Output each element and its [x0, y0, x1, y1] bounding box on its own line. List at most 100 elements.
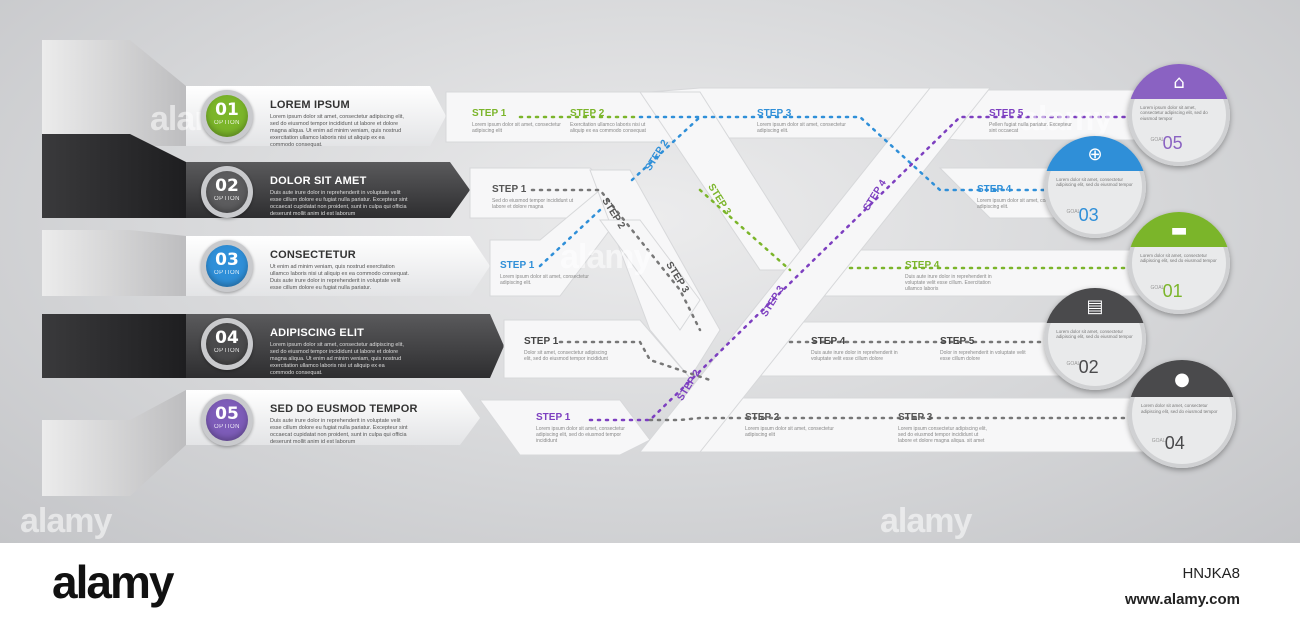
option-title: SED DO EUSMOD TEMPOR [270, 403, 418, 415]
footer-url: www.alamy.com [1124, 591, 1240, 608]
step-description: Exercitation ullamco laboris nisi ut ali… [570, 122, 646, 134]
goal-description: Lorem dolor sit amet, consectetur adipis… [1056, 328, 1133, 340]
goal-caption: GOAL [1150, 137, 1165, 144]
goal-circle: ⌂ Lorem ipsum dolor sit amet, consectetur… [1128, 64, 1230, 166]
goal-header [1128, 212, 1230, 247]
option-caption: OPTION [213, 424, 240, 430]
road-diagram [42, 40, 1151, 496]
step-description: Lorem ipsum dolor sit amet, consectetur … [745, 426, 834, 438]
goal-caption: GOAL [1150, 285, 1165, 292]
step-description: Lorem ipsum dolor sit amet, consectetur … [472, 122, 561, 134]
goal-header [1128, 360, 1236, 397]
option-description: Duis aute irure dolor in reprehenderit i… [270, 418, 408, 445]
watermark-text: alamy [880, 502, 972, 540]
option-caption: OPTION [213, 196, 240, 202]
option-description: Lorem ipsum dolor sit amet, consectetur … [270, 114, 404, 148]
step-description: Dolor in reprehenderit in voluptate veli… [940, 350, 1026, 362]
home-icon: ⌂ [1173, 72, 1185, 94]
step-label: STEP 1 [536, 412, 571, 423]
step-label: STEP 2 [745, 412, 780, 423]
step-description: Lorem ipsum dolor sit amet, consectetur … [977, 198, 1066, 210]
footer: alamy HNJKA8 www.alamy.com [0, 543, 1300, 633]
step-description: Lorem ipsum consectetur adipiscing elit,… [898, 426, 987, 444]
step-label: STEP 5 [989, 108, 1024, 119]
goal-header [1044, 288, 1146, 323]
image-id: HNJKA8 [1182, 565, 1240, 582]
goal-caption: GOAL [1066, 209, 1081, 216]
option-number: 01 [215, 100, 239, 120]
option-title: ADIPISCING ELIT [270, 327, 365, 339]
goal-circle: ●Lorem dolor sit amet, consectetur adipi… [1128, 360, 1236, 468]
option-number: 05 [215, 404, 239, 424]
goal-number: 03 [1078, 205, 1099, 226]
option-description: Duis aute irure dolor in reprehenderit i… [270, 190, 408, 217]
option-title: DOLOR SIT AMET [270, 175, 367, 187]
step-label: STEP 1 [492, 184, 527, 195]
goal-number: 02 [1078, 357, 1099, 378]
step-label: STEP 4 [905, 260, 940, 271]
option-number: 02 [215, 176, 239, 196]
step-label: STEP 4 [811, 336, 846, 347]
goal-description: Lorem dolor sit amet, consectetur adipis… [1056, 176, 1133, 188]
goal-circle: ▬ Lorem dolor sit amet, consectetur adipi… [1128, 212, 1230, 314]
option-caption: OPTION [213, 348, 240, 354]
step-label: STEP 1 [500, 260, 535, 271]
route-lines [518, 115, 1132, 422]
goal-number: 04 [1164, 433, 1185, 454]
step-description: Pellen fugiat nulla pariatur. Excepteur … [989, 122, 1072, 134]
road-bands [445, 87, 1151, 456]
goal-caption: GOAL [1066, 361, 1081, 368]
option-number: 03 [215, 250, 239, 270]
goal-description: Lorem dolor sit amet, consectetur adipis… [1140, 252, 1217, 264]
goal-header [1128, 64, 1230, 99]
step-label: STEP 1 [524, 336, 559, 347]
step-description: Lorem ipsum dolor sit amet, consectetur … [536, 426, 625, 444]
step-label: STEP 1 [472, 108, 507, 119]
option-title: LOREM IPSUM [270, 99, 350, 111]
watermark-text: alamy [1020, 100, 1112, 138]
step-description: Duis aute irure dolor in reprehenderit i… [905, 274, 992, 292]
step-label: STEP 5 [940, 336, 975, 347]
step-label: STEP 3 [898, 412, 933, 423]
option-number: 04 [215, 328, 239, 348]
step-label: STEP 3 [757, 108, 792, 119]
option-title: CONSECTETUR [270, 249, 356, 261]
step-label: STEP 4 [977, 184, 1012, 195]
option-caption: OPTION [213, 270, 240, 276]
step-description: Sed do eiusmod tempor incididunt ut labo… [492, 198, 574, 210]
step-label: STEP 2 [570, 108, 605, 119]
goal-caption: GOAL [1151, 437, 1166, 444]
goal-description: Lorem ipsum dolor sit amet, consectetur … [1140, 104, 1208, 121]
step-description: Duis aute irure dolor in reprehenderit i… [811, 350, 898, 362]
watermark-text: alamy [20, 502, 112, 540]
option-description: Lorem ipsum dolor sit amet, consectetur … [270, 342, 404, 376]
document-icon: ▤ [1086, 296, 1104, 318]
option-caption: OPTION [213, 120, 240, 126]
footer-logo: alamy [52, 556, 174, 608]
step-description: Lorem ipsum dolor sit amet, consectetur … [757, 122, 846, 134]
goal-header [1044, 136, 1146, 171]
goal-number: 05 [1162, 133, 1183, 154]
side-blocks [42, 40, 186, 496]
watermark-text: alamy [560, 238, 652, 276]
user-icon: ● [1174, 368, 1190, 390]
step-description: Lorem ipsum dolor sit amet, consectetur … [500, 274, 589, 286]
goal-number: 01 [1162, 281, 1183, 302]
option-description: Ut enim ad minim veniam, quis nostrud ex… [270, 264, 410, 291]
globe-icon: ⊕ [1087, 144, 1103, 166]
step-description: Dolor sit amet, consectetur adipiscing e… [524, 350, 608, 362]
row-arrows [186, 86, 504, 445]
goal-circle: ⊕ Lorem dolor sit amet, consectetur adipi… [1044, 136, 1146, 238]
chat-icon: ▬ [1170, 220, 1188, 242]
